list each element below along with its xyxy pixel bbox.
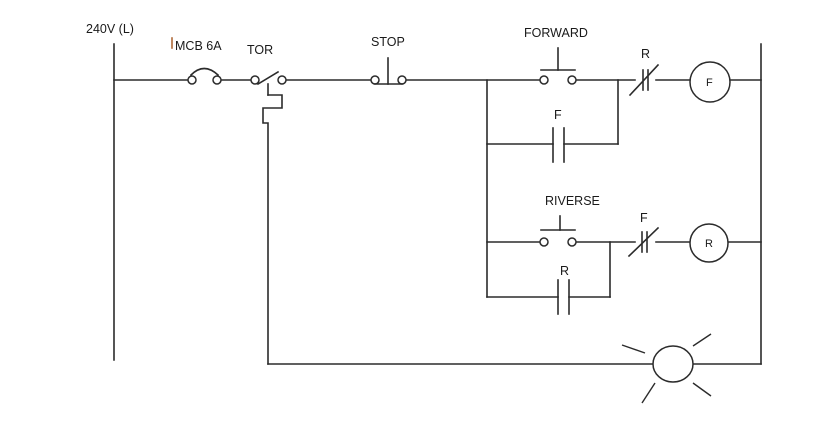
r-interlock-contact xyxy=(628,63,660,97)
stop-button xyxy=(370,57,407,85)
forward-button xyxy=(539,47,577,85)
r-interlock-label: R xyxy=(641,47,650,61)
r-coil-label: R xyxy=(705,238,713,250)
main-rung-wires xyxy=(113,79,762,298)
stop-label: STOP xyxy=(371,35,405,49)
r-holding-branch xyxy=(486,241,611,315)
reverse-label: RIVERSE xyxy=(545,194,600,208)
f-coil-label: F xyxy=(706,77,713,89)
f-holding-label: F xyxy=(554,108,562,122)
r-coil xyxy=(689,223,729,263)
r-holding-label: R xyxy=(560,264,569,278)
tor-label: TOR xyxy=(247,43,273,57)
f-interlock-contact xyxy=(627,226,660,258)
forward-label: FORWARD xyxy=(524,26,588,40)
tor-overload-contact xyxy=(250,70,287,365)
f-coil xyxy=(689,61,731,103)
mcb-breaker xyxy=(171,37,222,85)
reverse-button xyxy=(539,215,577,247)
f-holding-branch xyxy=(486,79,619,163)
supply-label: 240V (L) xyxy=(86,22,134,36)
f-interlock-label: F xyxy=(640,211,648,225)
mcb-label: MCB 6A xyxy=(175,39,222,53)
indicator-lamp-icon xyxy=(621,333,712,404)
